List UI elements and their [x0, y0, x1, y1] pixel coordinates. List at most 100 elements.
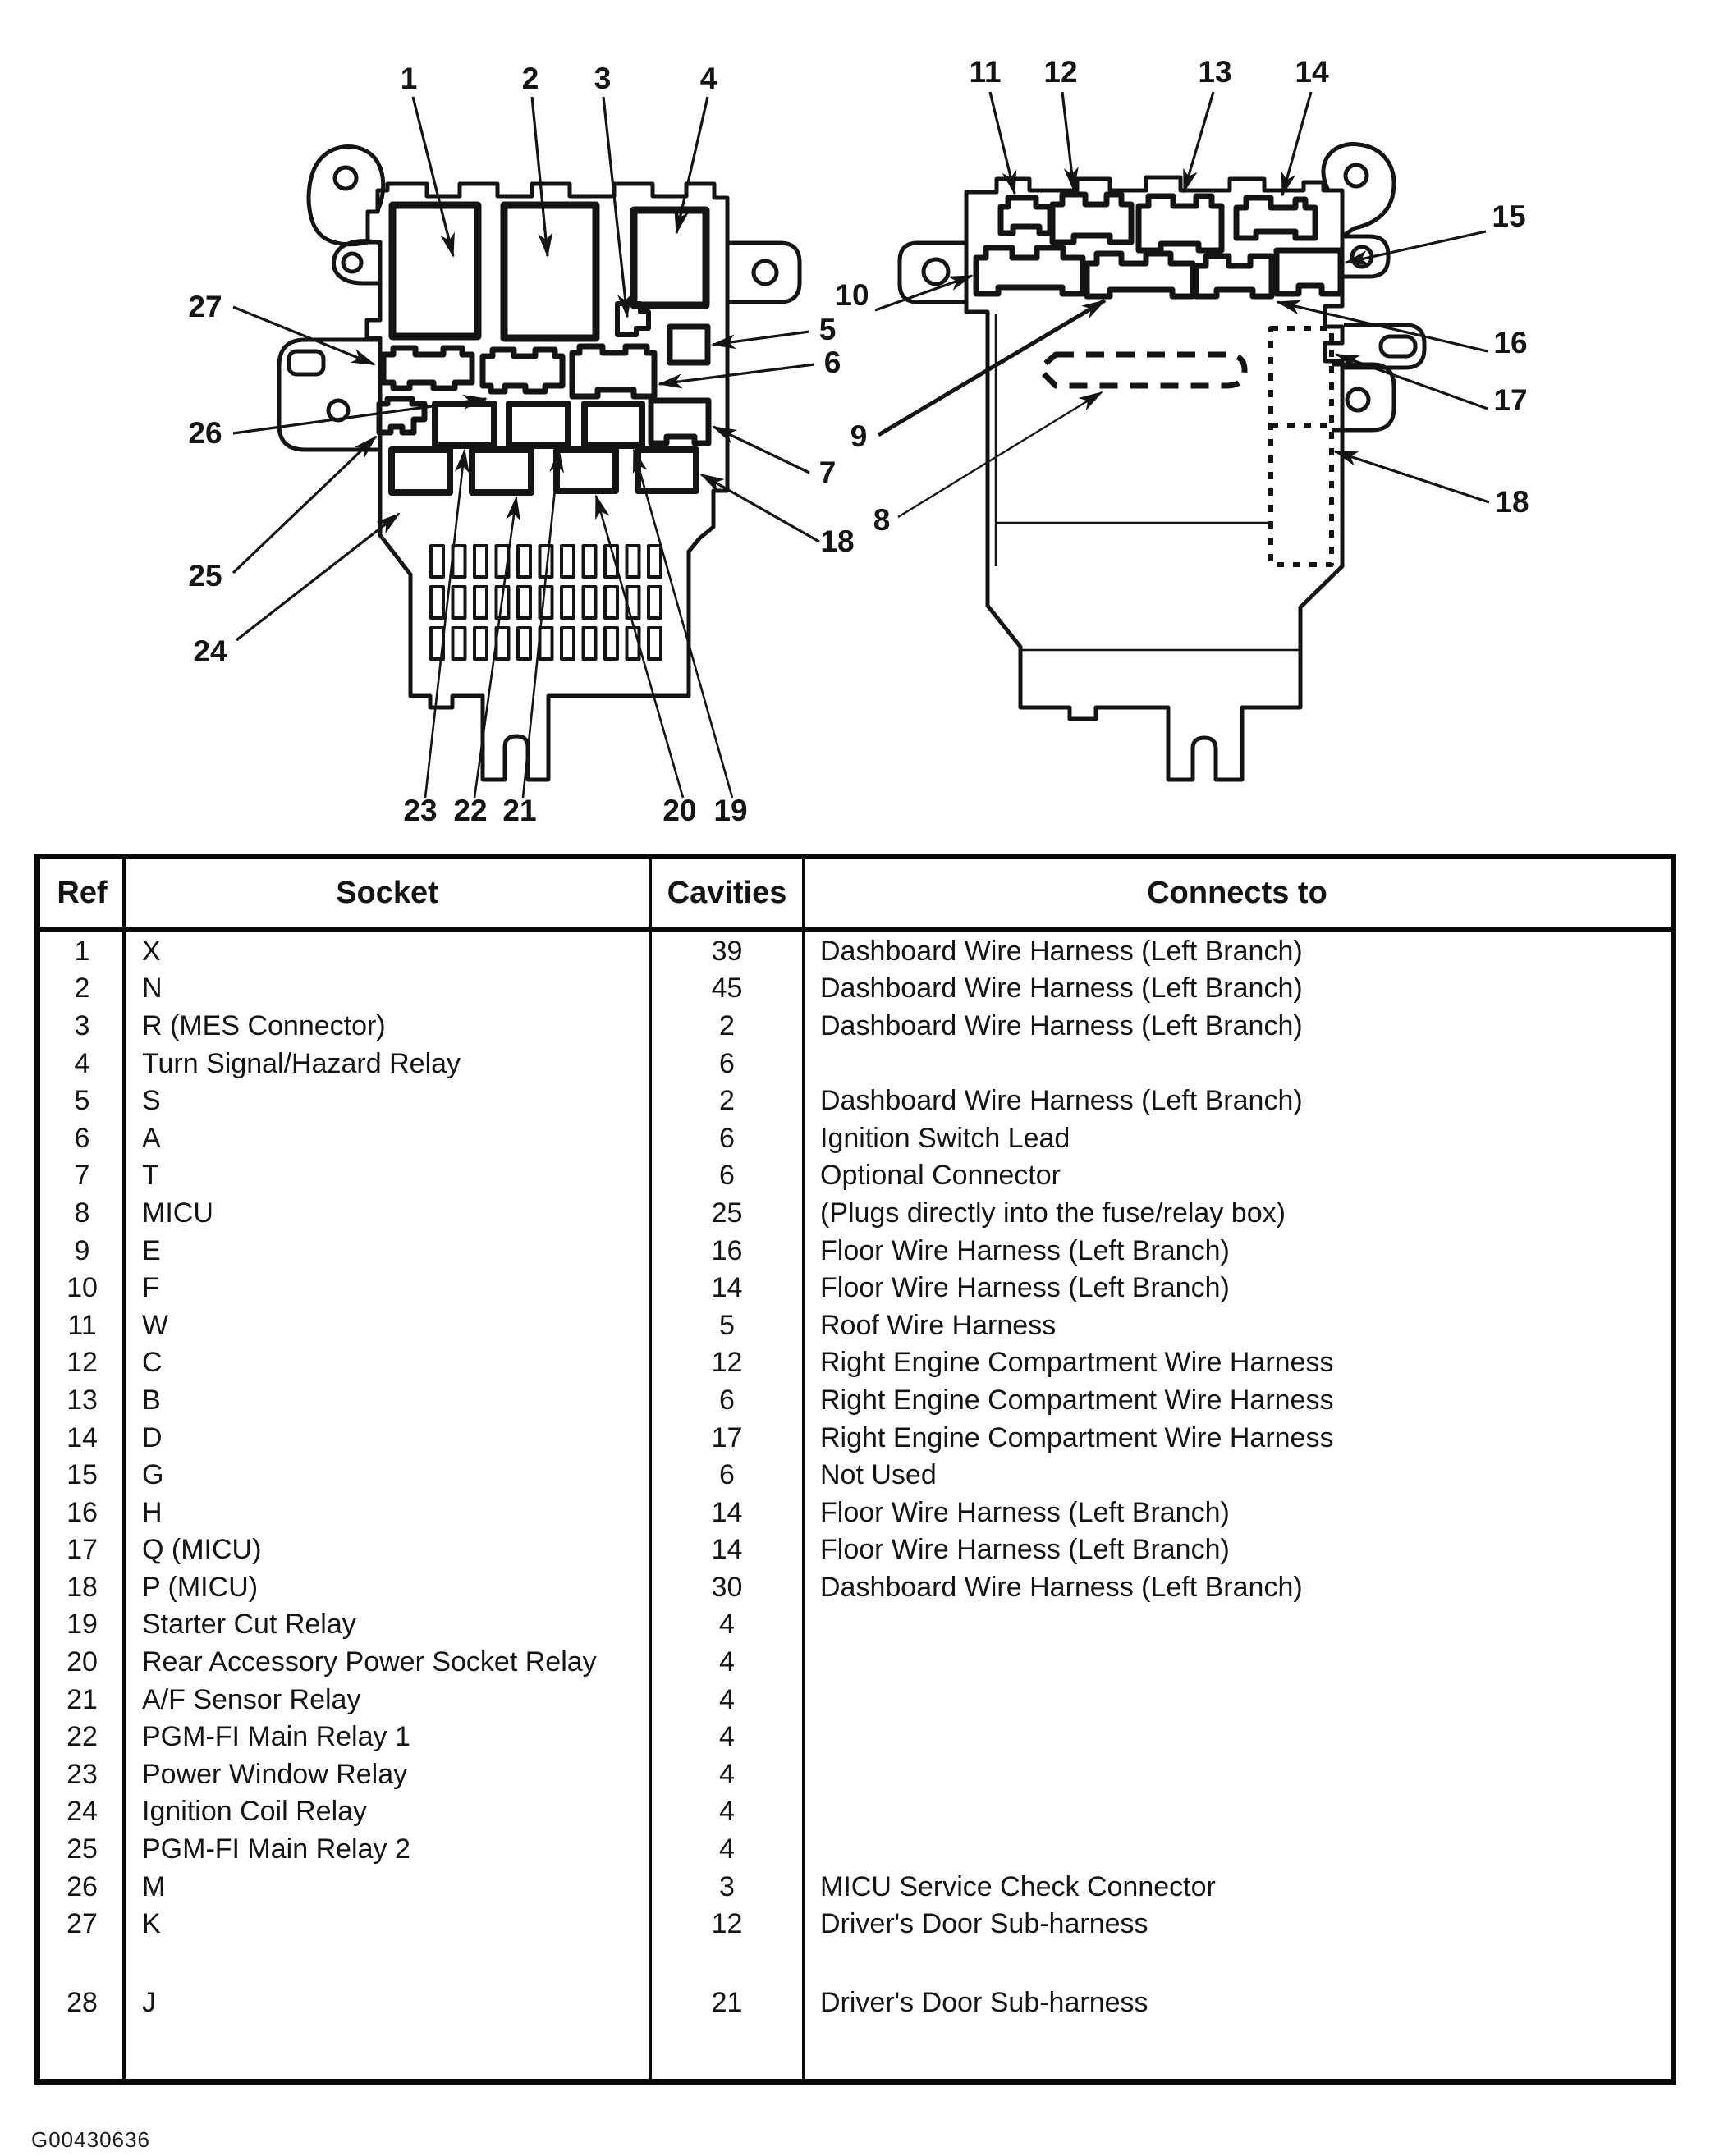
callout-label: 18: [1495, 485, 1529, 519]
fuse-slot: [581, 626, 598, 661]
cell-connects: Floor Wire Harness (Left Branch): [820, 1534, 1230, 1566]
connector-w: [997, 195, 1053, 236]
fuse-slot: [538, 626, 554, 661]
fuse-slot: [581, 544, 598, 579]
cell-connects: Dashboard Wire Harness (Left Branch): [820, 973, 1303, 1005]
cell-connects: Right Engine Compartment Wire Harness: [820, 1421, 1334, 1453]
cell-socket: A/F Sensor Relay: [142, 1683, 361, 1715]
rear-body-outline: [964, 175, 1345, 782]
fuse-slot: [625, 544, 641, 579]
cell-cavities: 4: [719, 1721, 735, 1753]
cell-ref: 28: [66, 1986, 98, 2018]
callout-label: 1: [401, 62, 418, 95]
fuse-slot: [603, 585, 619, 620]
column-divider: [122, 859, 126, 2079]
cell-cavities: 6: [719, 1160, 735, 1192]
header-connects: Connects to: [1147, 875, 1327, 910]
callout-label: 25: [188, 559, 222, 593]
cell-ref: 20: [66, 1646, 98, 1678]
connector-s: [667, 323, 711, 366]
cell-cavities: 4: [719, 1646, 735, 1678]
fuse-slot: [625, 626, 641, 661]
callout-label: 24: [193, 634, 227, 668]
cell-cavities: 14: [711, 1534, 743, 1566]
cell-cavities: 12: [711, 1347, 743, 1379]
cell-ref: 3: [74, 1009, 90, 1041]
fuse-box-diagrams: 1 2 3 4 5 6 7 18 19 20 21 22 23 24 25 26…: [188, 55, 1529, 827]
rear-mount-hole-left: [921, 257, 951, 286]
cell-cavities: 39: [711, 935, 743, 967]
connector-e: [1084, 250, 1196, 300]
cell-connects: Roof Wire Harness: [820, 1309, 1057, 1341]
relay-starter-cut: [581, 401, 645, 449]
callout-label: 23: [403, 794, 437, 827]
cell-cavities: 30: [711, 1571, 743, 1603]
cell-ref: 9: [74, 1234, 90, 1266]
fuse-slot: [516, 626, 532, 661]
cell-cavities: 25: [711, 1197, 743, 1229]
cell-connects: Right Engine Compartment Wire Harness: [820, 1347, 1334, 1379]
cell-cavities: 5: [719, 1309, 735, 1341]
cell-cavities: 21: [711, 1986, 743, 2018]
cell-ref: 8: [74, 1197, 90, 1229]
connector-c: [1049, 191, 1135, 245]
fuse-slot: [560, 544, 575, 579]
callout-label: 11: [969, 55, 1001, 89]
cell-ref: 22: [66, 1721, 98, 1753]
fuse-slot: [560, 626, 575, 661]
cell-connects: Not Used: [820, 1459, 937, 1491]
front-mount-lobe: [332, 239, 383, 286]
fuse-slot: [560, 585, 575, 620]
cell-socket: H: [142, 1496, 163, 1528]
relay-power-window: [432, 401, 497, 449]
cell-cavities: 45: [711, 973, 743, 1005]
cell-cavities: 6: [719, 1122, 735, 1154]
callout-label: 19: [713, 794, 747, 827]
connector-d: [1233, 195, 1318, 241]
cell-cavities: 16: [711, 1234, 743, 1266]
cell-cavities: 6: [719, 1384, 735, 1416]
connector-h: [1193, 253, 1275, 300]
rear-mount-bracket-low: [1332, 362, 1396, 433]
cell-ref: 11: [67, 1309, 97, 1341]
cell-ref: 27: [66, 1908, 98, 1940]
relay-pgm-fi-main-2: [376, 396, 428, 436]
front-body-outline: [364, 181, 730, 782]
fuse-slot: [473, 544, 488, 579]
connector-q-p-micu-hidden: [1268, 326, 1334, 567]
cell-ref: 1: [74, 935, 90, 967]
fuse-slot: [429, 544, 445, 579]
cell-ref: 10: [66, 1272, 98, 1304]
fuse-slot: [494, 544, 511, 579]
cell-ref: 6: [74, 1122, 90, 1154]
callout-label: 4: [700, 62, 717, 95]
fuse-slot: [516, 585, 532, 620]
fuse-slot: [451, 544, 467, 579]
relay-af-sensor: [506, 401, 571, 449]
front-mount-hole-lobe: [341, 251, 364, 274]
rear-mount-ear-g: [1342, 234, 1391, 279]
cell-socket: Rear Accessory Power Socket Relay: [142, 1646, 597, 1678]
cell-ref: 17: [66, 1534, 98, 1566]
callout-label: 9: [850, 419, 868, 453]
rear-mount-hole-topright: [1343, 163, 1369, 189]
cell-ref: 23: [66, 1758, 98, 1790]
front-mount-ear-topleft: [306, 144, 386, 247]
cell-socket: PGM-FI Main Relay 2: [142, 1833, 410, 1865]
cell-socket: Turn Signal/Hazard Relay: [142, 1047, 461, 1079]
header-socket: Socket: [336, 875, 438, 910]
connector-n: [500, 201, 600, 342]
front-mount-ear-right: [725, 240, 802, 304]
